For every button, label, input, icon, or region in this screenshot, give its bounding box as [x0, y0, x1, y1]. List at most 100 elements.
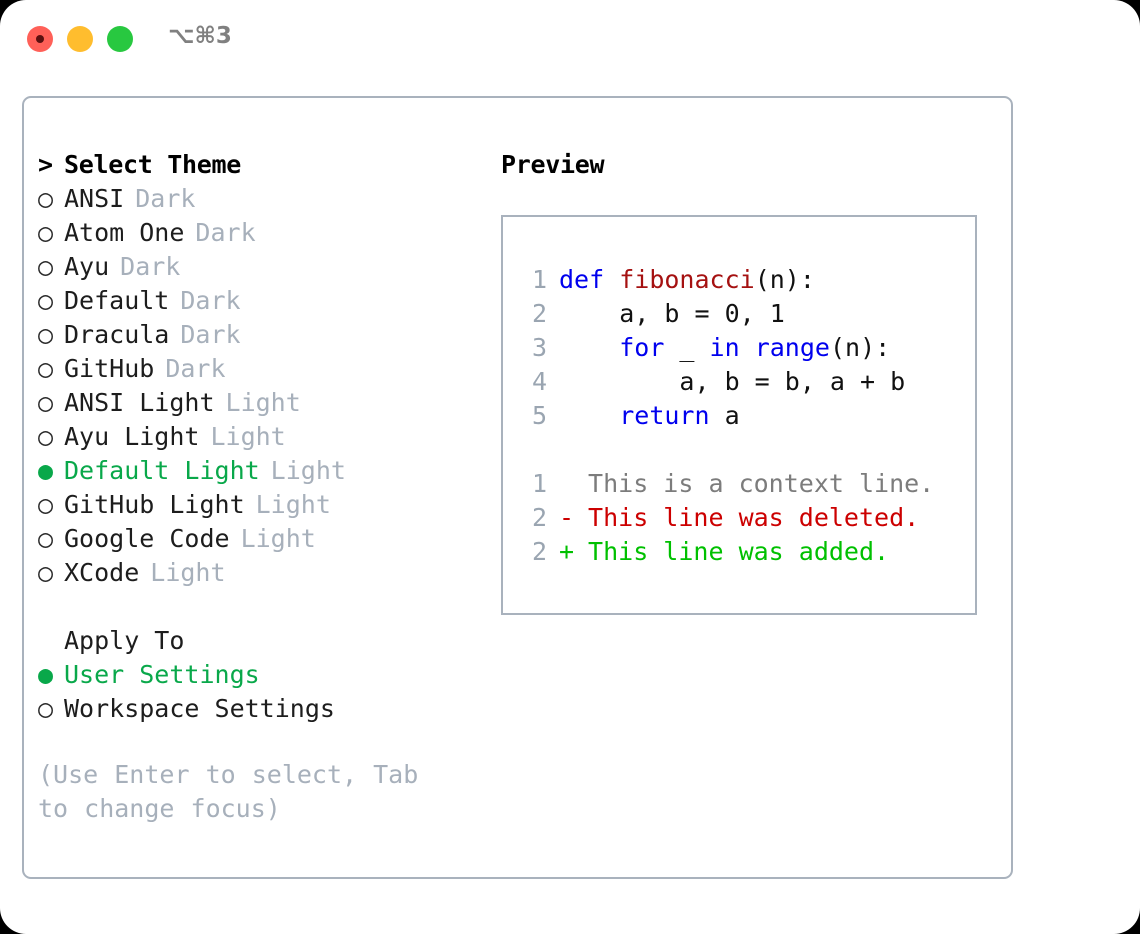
list-spacer [38, 590, 498, 624]
code-token: def [559, 265, 605, 294]
theme-option-label: ANSI Light [64, 388, 215, 417]
code-token [604, 265, 619, 294]
line-number: 1 [531, 469, 547, 498]
line-number: 2 [531, 299, 547, 328]
theme-variant-badge: Light [255, 490, 331, 519]
radio-unselected-icon[interactable]: ○ [38, 251, 54, 281]
code-token [740, 333, 755, 362]
close-window-button[interactable] [27, 26, 53, 52]
line-number: 1 [531, 265, 547, 294]
radio-unselected-icon[interactable]: ○ [38, 693, 54, 723]
theme-variant-badge: Dark [165, 354, 226, 383]
radio-unselected-icon[interactable]: ○ [38, 217, 54, 247]
code-token [559, 333, 619, 362]
theme-option-label: Dracula [64, 320, 170, 349]
radio-unselected-icon[interactable]: ○ [38, 421, 54, 451]
diff-line: 2- This line was deleted. [503, 501, 975, 535]
code-token: (n): [754, 265, 815, 294]
theme-variant-badge: Dark [195, 218, 256, 247]
radio-unselected-icon[interactable]: ○ [38, 489, 54, 519]
code-token: fibonacci [619, 265, 755, 294]
line-number: 2 [531, 503, 547, 532]
code-line-text: a, b = b, a + b [559, 365, 905, 399]
line-number: 2 [531, 537, 547, 566]
code-token: in [709, 333, 740, 362]
radio-unselected-icon[interactable]: ○ [38, 285, 54, 315]
theme-variant-badge: Light [240, 524, 316, 553]
theme-option-label: Ayu [64, 252, 110, 281]
theme-option-label: Google Code [64, 524, 230, 553]
keyboard-hint-text: (Use Enter to select, Tab to change focu… [38, 760, 419, 823]
theme-option-ansi[interactable]: ○ ANSI Dark [38, 182, 498, 216]
code-token: _ [664, 333, 710, 362]
apply-to-option-user-settings[interactable]: ● User Settings [38, 658, 498, 692]
theme-option-label: Default Light [64, 456, 260, 485]
theme-option-label: GitHub [64, 354, 155, 383]
theme-option-google-code[interactable]: ○ Google Code Light [38, 522, 498, 556]
code-line: 3 for _ in range(n): [503, 331, 975, 365]
apply-to-option-workspace-settings[interactable]: ○Workspace Settings [38, 692, 498, 726]
theme-option-xcode[interactable]: ○ XCode Light [38, 556, 498, 590]
line-number: 4 [531, 367, 547, 396]
apply-to-options-list: ● User Settings ○Workspace Settings [38, 658, 498, 726]
theme-option-atom-one[interactable]: ○ Atom One Dark [38, 216, 498, 250]
radio-selected-icon[interactable]: ● [38, 455, 54, 485]
code-token: (n): [829, 333, 891, 362]
diff-sign: - [559, 503, 575, 532]
apply-to-label: Apply To [64, 626, 185, 655]
diff-content: This line was deleted. [573, 503, 920, 532]
theme-option-label: Atom One [64, 218, 185, 247]
theme-variant-badge: Dark [135, 184, 196, 213]
radio-unselected-icon[interactable]: ○ [38, 387, 54, 417]
code-line: 5 return a [503, 399, 975, 433]
code-token: return [619, 401, 710, 430]
radio-unselected-icon[interactable]: ○ [38, 523, 54, 553]
diff-line: 1 This is a context line. [503, 467, 975, 501]
theme-list-header: > Select Theme [38, 148, 498, 182]
code-diff-gap [503, 433, 975, 467]
code-token: for [619, 333, 665, 362]
radio-unselected-icon[interactable]: ○ [38, 183, 54, 213]
theme-option-label: XCode [64, 558, 140, 587]
diff-sign [559, 467, 573, 501]
radio-unselected-icon[interactable]: ○ [38, 353, 54, 383]
minimize-window-button[interactable] [67, 26, 93, 52]
diff-content: This is a context line. [573, 469, 935, 498]
apply-to-option-label: User Settings [64, 660, 260, 689]
radio-selected-icon[interactable]: ● [38, 659, 54, 689]
theme-option-default-light[interactable]: ● Default Light Light [38, 454, 498, 488]
line-number: 5 [531, 401, 547, 430]
diff-line-text: + This line was added. [559, 535, 889, 569]
theme-variant-badge: Light [210, 422, 286, 451]
theme-variant-badge: Light [270, 456, 346, 485]
code-line-text: for _ in range(n): [559, 331, 890, 365]
diff-line: 2 + This line was added. [503, 535, 975, 569]
code-token: range [754, 333, 830, 362]
maximize-window-button[interactable] [107, 26, 133, 52]
theme-variant-badge: Dark [180, 320, 241, 349]
code-token [559, 401, 619, 430]
diff-sign: + [559, 537, 575, 566]
theme-variant-badge: Light [150, 558, 226, 587]
theme-option-github[interactable]: ○ GitHub Dark [38, 352, 498, 386]
theme-option-dracula[interactable]: ○ Dracula Dark [38, 318, 498, 352]
theme-option-label: Default [64, 286, 170, 315]
radio-unselected-icon[interactable]: ○ [38, 557, 54, 587]
line-number: 3 [531, 333, 547, 362]
diff-line-text: This is a context line. [559, 467, 934, 501]
code-line: 4 a, b = b, a + b [503, 365, 975, 399]
theme-option-label: ANSI [64, 184, 125, 213]
radio-unselected-icon[interactable]: ○ [38, 319, 54, 349]
